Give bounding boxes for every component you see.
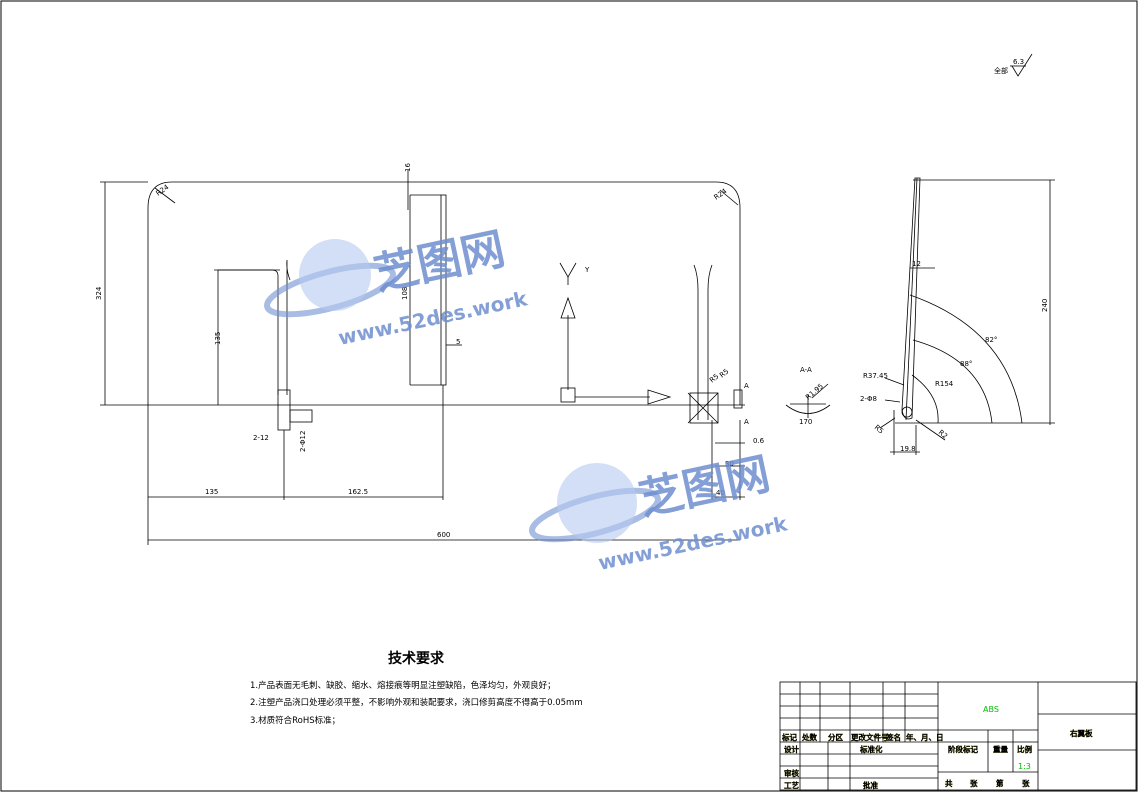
side-view <box>879 177 1055 455</box>
side-angle-2: 88° <box>960 360 972 368</box>
roughness-value: 6.3 <box>1013 58 1024 66</box>
section-title: A-A <box>800 366 812 374</box>
tech-line-3: 3.材质符合RoHS标准； <box>250 715 340 726</box>
tech-title: 技术要求 <box>388 650 445 667</box>
tb-doc: 更改文件号 <box>851 732 889 742</box>
dim-left-hole-2: 2-Φ12 <box>299 431 307 452</box>
section-view-labels: A-A R1.95 170 <box>799 366 825 426</box>
dim-mid-width: 162.5 <box>348 488 368 496</box>
tb-approve: 批准 <box>863 780 878 790</box>
side-holes: 2-Φ8 <box>860 395 877 403</box>
globe-icon <box>557 463 637 543</box>
tb-design: 设计 <box>784 744 799 754</box>
dim-top-gap: 16 <box>404 163 412 172</box>
dim-left-slot-height: 135 <box>214 332 222 345</box>
side-radius-large: R37.45 <box>863 372 888 380</box>
dim-slot-width: 5 <box>456 338 460 346</box>
tb-ratio: 比例 <box>1017 744 1033 754</box>
tb-zone: 分区 <box>828 732 843 742</box>
section-view <box>785 383 831 418</box>
watermark-cn-1: 芝图网 <box>370 223 510 300</box>
tech-line-2: 2.注塑产品浇口处理必须平整，不影响外观和装配要求，浇口修剪高度不得高于0.05… <box>250 697 583 708</box>
side-view-labels: 82° 88° R37.45 R154 2-Φ8 R5 R2 19.8 12 2… <box>860 260 1049 453</box>
side-radius-mid: R154 <box>935 380 954 388</box>
part-outline <box>147 181 741 405</box>
dim-right-30: 30 <box>725 460 734 468</box>
tb-process: 工艺 <box>784 780 799 790</box>
section-mark-a2: A <box>744 418 749 426</box>
dim-right-06: 0.6 <box>753 437 765 445</box>
side-width-top: 12 <box>912 260 921 268</box>
axis-y-label: Y <box>584 266 590 274</box>
section-mark-a1: A <box>744 382 749 390</box>
title-block-labels: ABS 右翼板 1:3 标记 处数 分区 更改文件号 签名 年、月、日 设计 标… <box>781 705 1093 790</box>
dim-left-hole: 2-12 <box>253 434 269 442</box>
tb-weight: 重量 <box>993 744 1008 754</box>
dim-right-r2: R5 <box>718 367 730 379</box>
globe-icon <box>299 239 371 311</box>
tb-standard: 标准化 <box>859 744 883 754</box>
roughness-label: 全部 <box>994 66 1008 75</box>
dim-height-total: 324 <box>95 286 103 300</box>
side-angle-1: 82° <box>985 336 997 344</box>
tb-sheet: 张 <box>1022 779 1030 788</box>
scale-value: 1:3 <box>1018 762 1031 771</box>
side-radius-small-1: R5 <box>873 423 885 435</box>
tb-count: 处数 <box>801 732 817 742</box>
tb-total: 共 <box>945 778 953 788</box>
tech-line-1: 1.产品表面无毛刺、缺胶、缩水、熔接痕等明显注塑缺陷，色泽均匀，外观良好； <box>250 680 556 691</box>
dim-left-width: 135 <box>205 488 218 496</box>
dim-right-40: 40 <box>716 489 725 497</box>
tb-date: 年、月、日 <box>906 732 944 742</box>
dim-radius-right: R24 <box>713 187 729 202</box>
material: ABS <box>983 705 999 714</box>
watermark-cn-2: 芝图网 <box>635 448 775 525</box>
side-height-total: 240 <box>1041 299 1049 312</box>
section-dim-1: R1.95 <box>804 382 825 401</box>
section-dim-2: 170 <box>799 418 812 426</box>
tb-stage: 阶段标记 <box>948 744 978 754</box>
side-width-bottom: 19.8 <box>900 445 916 453</box>
tb-page: 第 <box>996 778 1004 788</box>
dim-radius-left: R24 <box>155 183 171 198</box>
tb-mark: 标记 <box>781 732 797 742</box>
dim-center-slot-height: 108 <box>401 287 409 300</box>
roughness-symbol: 全部 6.3 <box>994 53 1033 77</box>
part-name: 右翼板 <box>1069 728 1093 738</box>
main-view <box>100 170 745 545</box>
tb-review: 审核 <box>784 768 799 778</box>
watermark-2: 芝图网 www.52des.work <box>529 448 790 575</box>
watermark-1: 芝图网 www.52des.work <box>264 223 530 350</box>
title-block <box>779 681 1137 791</box>
technical-requirements: 技术要求 1.产品表面无毛刺、缺胶、缩水、熔接痕等明显注塑缺陷，色泽均匀，外观良… <box>250 650 583 726</box>
tb-sign: 签名 <box>885 732 901 742</box>
dim-total-width: 600 <box>437 531 450 539</box>
tb-sheets: 张 <box>970 779 978 788</box>
side-radius-small-2: R2 <box>937 428 949 440</box>
